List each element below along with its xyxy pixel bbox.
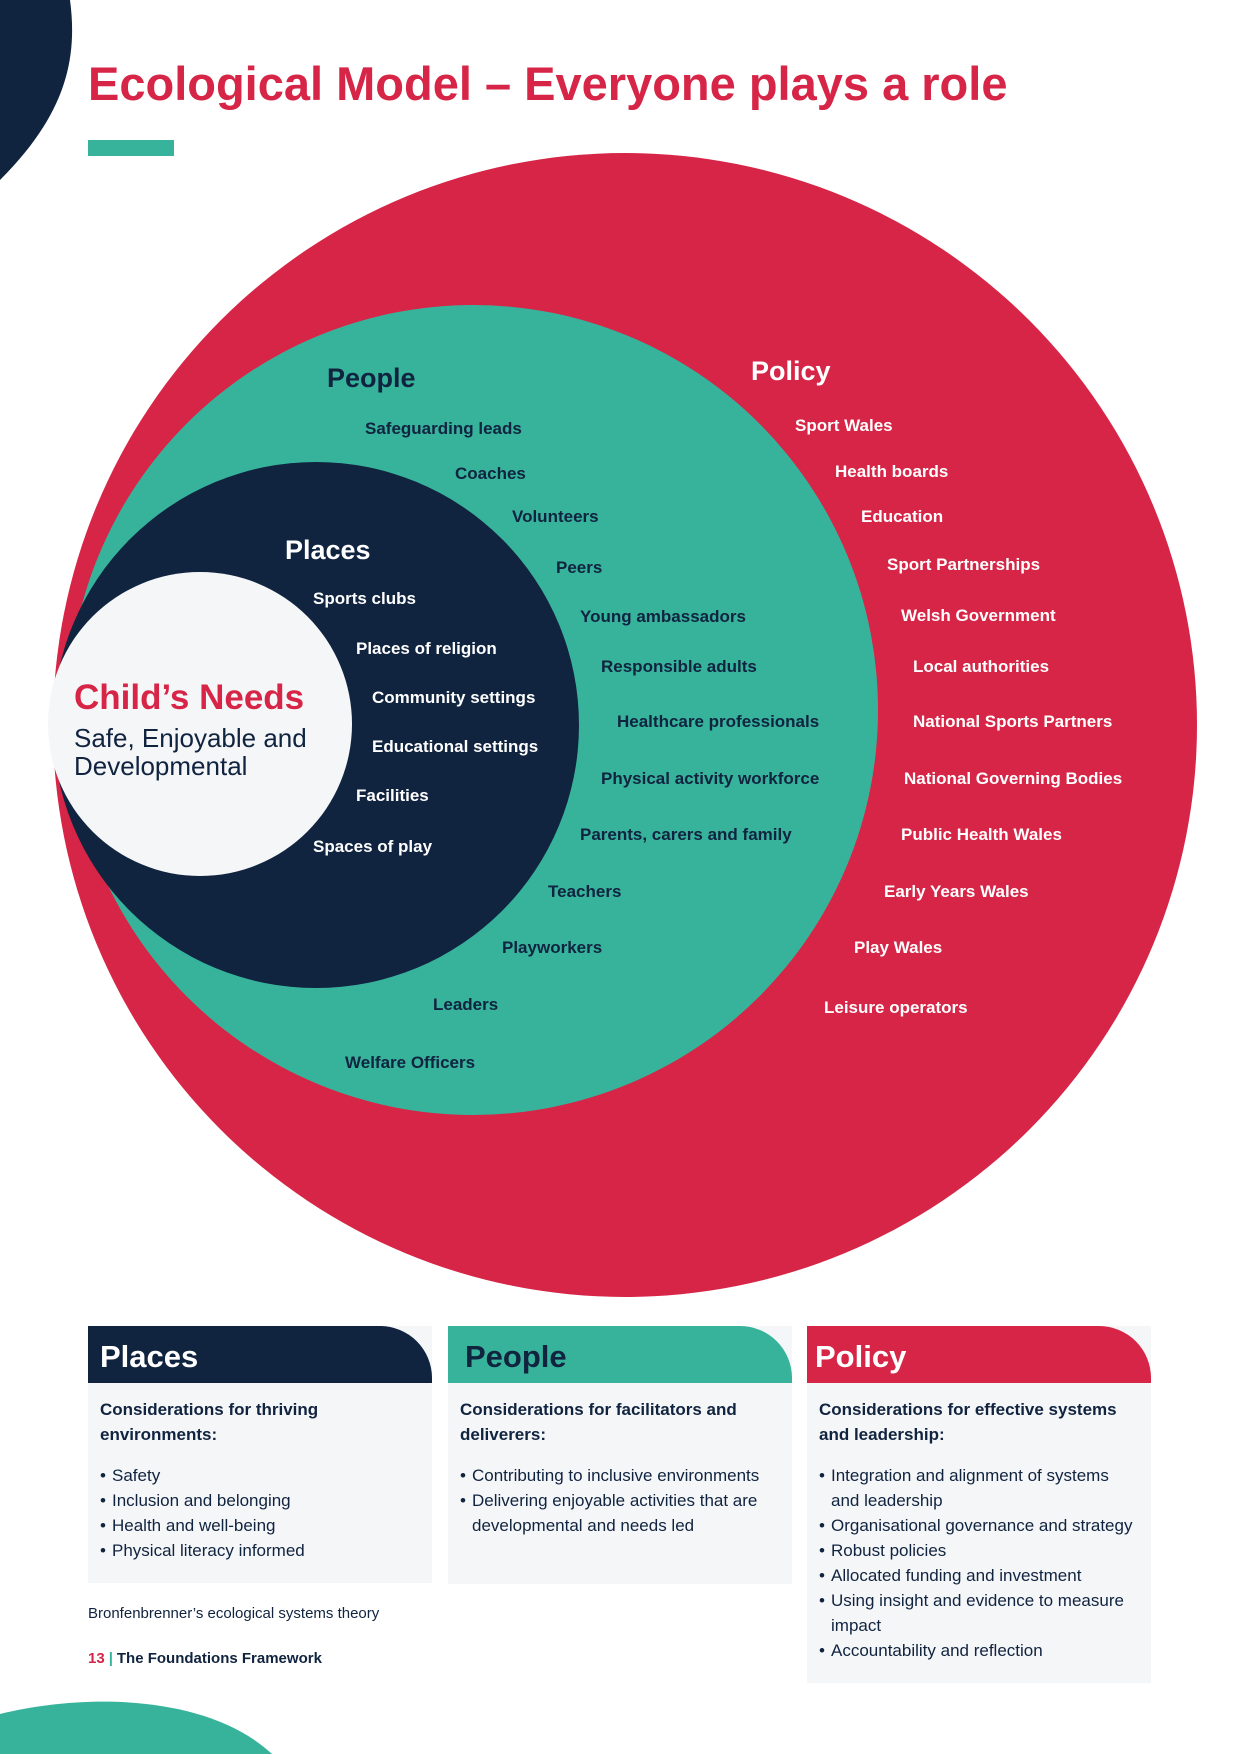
people-item: Safeguarding leads: [365, 419, 522, 438]
policy-item: National Sports Partners: [913, 712, 1113, 731]
places-card-subheading: Considerations for thriving environments…: [100, 1400, 319, 1444]
policy-card-list: Integration and alignment of systems and…: [819, 1463, 1141, 1663]
policy-item: Sport Partnerships: [887, 555, 1041, 574]
policy-heading: Policy: [751, 356, 831, 386]
list-item: Using insight and evidence to measure im…: [819, 1588, 1141, 1638]
people-card-subheading: Considerations for facilitators and deli…: [460, 1400, 737, 1444]
places-item: Facilities: [356, 786, 429, 805]
people-card-heading: People: [448, 1326, 792, 1383]
ecological-model-diagram: [48, 153, 1197, 1297]
policy-item: Local authorities: [913, 657, 1050, 676]
people-item: Volunteers: [512, 507, 599, 526]
policy-item: Welsh Government: [901, 606, 1056, 625]
people-item: Young ambassadors: [580, 607, 746, 626]
people-item: Responsible adults: [601, 657, 757, 676]
people-item: Coaches: [455, 464, 526, 483]
source-caption: Bronfenbrenner’s ecological systems theo…: [88, 1605, 380, 1622]
places-heading: Places: [285, 535, 371, 565]
policy-item: Early Years Wales: [884, 882, 1029, 901]
places-item: Educational settings: [372, 737, 539, 756]
list-item: Integration and alignment of systems and…: [819, 1463, 1141, 1513]
document-title: The Foundations Framework: [116, 1650, 322, 1667]
corner-decoration-top: [0, 0, 73, 180]
people-item: Physical activity workforce: [601, 769, 820, 788]
places-card-heading: Places: [88, 1326, 432, 1383]
corner-decoration-bottom: [0, 1701, 272, 1754]
people-item: Welfare Officers: [345, 1053, 476, 1072]
list-item: Physical literacy informed: [100, 1538, 422, 1563]
page-footer: 13|The Foundations Framework: [88, 1650, 322, 1667]
list-item: Inclusion and belonging: [100, 1488, 422, 1513]
people-item: Playworkers: [502, 938, 603, 957]
places-card-list: Safety Inclusion and belonging Health an…: [100, 1463, 422, 1563]
people-heading: People: [327, 363, 416, 393]
list-item: Health and well-being: [100, 1513, 422, 1538]
policy-item: Education: [861, 507, 944, 526]
people-item: Teachers: [548, 882, 622, 901]
page-title: Ecological Model – Everyone plays a role: [88, 57, 1008, 110]
places-item: Places of religion: [356, 639, 497, 658]
list-item: Accountability and reflection: [819, 1638, 1141, 1663]
policy-item: Public Health Wales: [901, 825, 1062, 844]
policy-card: Policy Considerations for effective syst…: [807, 1326, 1151, 1683]
policy-item: Sport Wales: [795, 416, 893, 435]
policy-item: Leisure operators: [824, 998, 968, 1017]
child-circle: [48, 572, 352, 876]
places-item: Spaces of play: [313, 837, 433, 856]
places-item: Community settings: [372, 688, 536, 707]
people-item: Healthcare professionals: [617, 712, 820, 731]
list-item: Robust policies: [819, 1538, 1141, 1563]
list-item: Safety: [100, 1463, 422, 1488]
page-number: 13: [88, 1650, 105, 1667]
list-item: Allocated funding and investment: [819, 1563, 1141, 1588]
people-card: People Considerations for facilitators a…: [448, 1326, 792, 1584]
places-item: Sports clubs: [313, 589, 416, 608]
footer-separator: |: [108, 1650, 113, 1667]
policy-item: Health boards: [835, 462, 949, 481]
list-item: Contributing to inclusive environments: [460, 1463, 782, 1488]
child-needs-title: Child’s Needs: [74, 678, 305, 717]
list-item: Delivering enjoyable activities that are…: [460, 1488, 782, 1538]
list-item: Organisational governance and strategy: [819, 1513, 1141, 1538]
people-item: Parents, carers and family: [580, 825, 792, 844]
child-needs-subtitle: Safe, Enjoyable and Developmental: [74, 723, 307, 781]
policy-item: Play Wales: [854, 938, 943, 957]
people-item: Leaders: [433, 995, 499, 1014]
policy-card-heading: Policy: [807, 1326, 1151, 1383]
people-card-list: Contributing to inclusive environments D…: [460, 1463, 782, 1538]
title-accent-bar: [88, 140, 174, 156]
policy-item: National Governing Bodies: [904, 769, 1123, 788]
people-item: Peers: [556, 558, 603, 577]
policy-card-subheading: Considerations for effective systems and…: [819, 1400, 1117, 1444]
places-card: Places Considerations for thriving envir…: [88, 1326, 432, 1583]
